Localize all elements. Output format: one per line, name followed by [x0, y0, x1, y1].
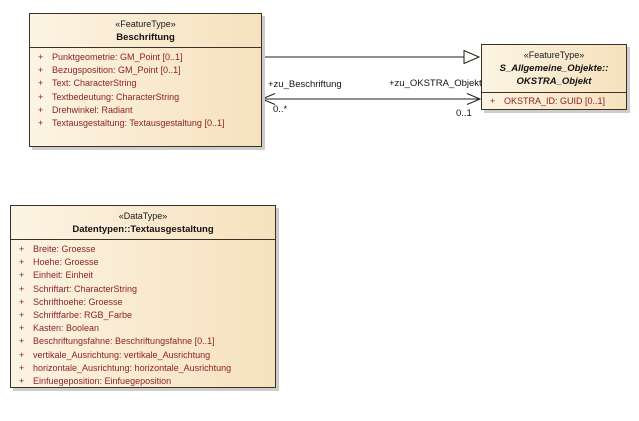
attribute-compartment: + OKSTRA_ID: GUID [0..1] [482, 93, 626, 108]
attribute-row: + Kasten: Boolean [11, 322, 275, 335]
attribute-row: + Einfuegeposition: Einfuegeposition [11, 375, 275, 388]
visibility-marker: + [19, 323, 25, 334]
attribute-text: Schrifthoehe: Groesse [33, 296, 123, 307]
visibility-marker: + [19, 376, 25, 387]
class-name-line1: S_Allgemeine_Objekte:: [499, 63, 609, 74]
attribute-row: + Breite: Groesse [11, 243, 275, 256]
attribute-row: + horizontale_Ausrichtung: horizontale_A… [11, 362, 275, 375]
class-beschriftung[interactable]: «FeatureType» Beschriftung + Punktgeomet… [29, 13, 262, 147]
attribute-row: + Einheit: Einheit [11, 269, 275, 282]
attribute-text: Einfuegeposition: Einfuegeposition [33, 376, 172, 387]
attribute-text: OKSTRA_ID: GUID [0..1] [504, 96, 606, 106]
association-open-arrowhead-right [466, 93, 482, 105]
association-target-role-label: +zu_OKSTRA_Objekt [389, 78, 482, 89]
attribute-text: Textbedeutung: CharacterString [52, 91, 180, 102]
generalization-triangle-arrowhead [463, 49, 481, 65]
stereotype-label: «FeatureType» [523, 50, 585, 60]
attribute-row: + Hoehe: Groesse [11, 256, 275, 269]
attribute-text: Schriftart: CharacterString [33, 283, 138, 294]
association-source-multiplicity: 0..* [273, 104, 288, 115]
visibility-marker: + [19, 310, 25, 321]
attribute-text: Text: CharacterString [52, 78, 137, 89]
attribute-compartment: + Punktgeometrie: GM_Point [0..1] + Bezu… [30, 48, 261, 130]
attribute-text: Hoehe: Groesse [33, 257, 99, 268]
attribute-row: + Schriftfarbe: RGB_Farbe [11, 309, 275, 322]
attribute-row: + Textbedeutung: CharacterString [30, 91, 261, 104]
visibility-marker: + [38, 52, 44, 62]
association-source-role-label: +zu_Beschriftung [268, 79, 342, 90]
attribute-text: horizontale_Ausrichtung: horizontale_Aus… [33, 362, 232, 373]
attribute-row: + Punktgeometrie: GM_Point [0..1] [30, 51, 261, 64]
class-name-line2: OKSTRA_Objekt [516, 76, 592, 87]
class-name: Datentypen::Textausgestaltung [72, 224, 214, 235]
attribute-row: + Bezugsposition: GM_Point [0..1] [30, 64, 261, 77]
attribute-row: + Schrifthoehe: Groesse [11, 296, 275, 309]
attribute-text: Bezugsposition: GM_Point [0..1] [52, 65, 181, 76]
attribute-text: vertikale_Ausrichtung: vertikale_Ausrich… [33, 349, 211, 360]
class-textausgestaltung[interactable]: «DataType» Datentypen::Textausgestaltung… [10, 205, 276, 388]
attribute-text: Drehwinkel: Radiant [52, 104, 133, 115]
attribute-text: Kasten: Boolean [33, 323, 100, 334]
association-target-multiplicity: 0..1 [456, 108, 472, 119]
visibility-marker: + [38, 65, 44, 76]
visibility-marker: + [38, 104, 44, 115]
attribute-row: + Schriftart: CharacterString [11, 283, 275, 296]
attribute-text: Einheit: Einheit [33, 270, 94, 281]
attribute-text: Textausgestaltung: Textausgestaltung [0.… [52, 118, 225, 129]
class-header: «FeatureType» Beschriftung [30, 14, 261, 48]
class-header: «DataType» Datentypen::Textausgestaltung [11, 206, 275, 240]
attribute-row: + OKSTRA_ID: GUID [0..1] [482, 95, 626, 108]
attribute-text: Beschriftungsfahne: Beschriftungsfahne [… [33, 336, 215, 347]
attribute-compartment: + Breite: Groesse + Hoehe: Groesse + Ein… [11, 240, 275, 388]
attribute-row: + Beschriftungsfahne: Beschriftungsfahne… [11, 335, 275, 348]
attribute-row: + Drehwinkel: Radiant [30, 104, 261, 117]
visibility-marker: + [38, 118, 44, 129]
class-name: Beschriftung [116, 32, 175, 43]
visibility-marker: + [19, 296, 25, 307]
visibility-marker: + [490, 96, 496, 106]
attribute-text: Schriftfarbe: RGB_Farbe [33, 310, 133, 321]
attribute-text: Punktgeometrie: GM_Point [0..1] [52, 52, 183, 62]
visibility-marker: + [19, 336, 25, 347]
visibility-marker: + [19, 283, 25, 294]
association-connector[interactable] [260, 93, 482, 105]
stereotype-label: «DataType» [118, 211, 168, 221]
visibility-marker: + [19, 244, 25, 254]
visibility-marker: + [19, 349, 25, 360]
stereotype-label: «FeatureType» [115, 19, 176, 29]
attribute-row: + Text: CharacterString [30, 77, 261, 90]
association-open-arrowhead-left [260, 93, 276, 105]
attribute-row: + Textausgestaltung: Textausgestaltung [… [30, 117, 261, 130]
visibility-marker: + [19, 257, 25, 268]
generalization-connector[interactable] [263, 49, 481, 65]
class-header: «FeatureType» S_Allgemeine_Objekte:: OKS… [482, 45, 626, 93]
visibility-marker: + [19, 362, 25, 373]
attribute-row: + vertikale_Ausrichtung: vertikale_Ausri… [11, 349, 275, 362]
visibility-marker: + [38, 78, 44, 89]
visibility-marker: + [19, 270, 25, 281]
class-okstra-objekt[interactable]: «FeatureType» S_Allgemeine_Objekte:: OKS… [481, 44, 627, 110]
attribute-text: Breite: Groesse [33, 244, 96, 254]
visibility-marker: + [38, 91, 44, 102]
